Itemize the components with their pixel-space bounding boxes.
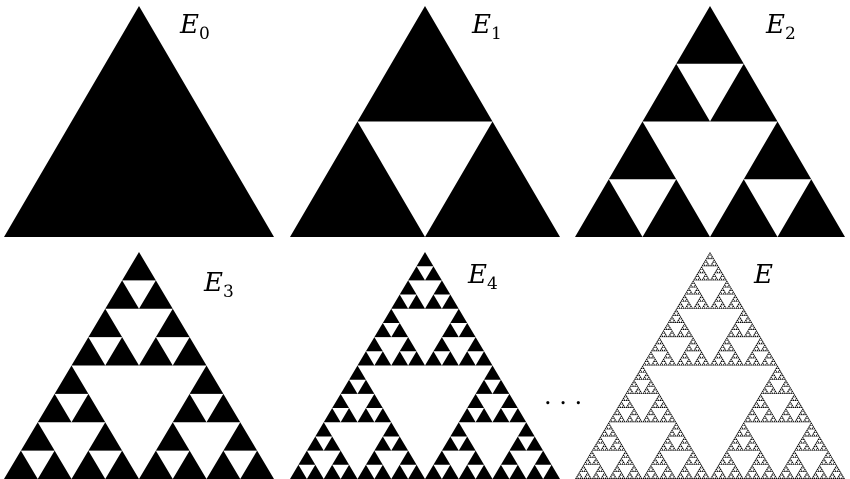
label-e1: E1 <box>471 10 502 44</box>
panel-e2: E2 <box>575 6 845 237</box>
sierpinski-triangles-level-3 <box>4 252 274 479</box>
label-e2: E2 <box>765 10 796 44</box>
sierpinski-triangles-level-7 <box>575 252 845 479</box>
label-e4-main: E <box>467 260 487 290</box>
label-e3-main: E <box>203 268 223 298</box>
panel-e-limit: E <box>575 252 845 479</box>
ellipsis: . . . <box>544 382 582 410</box>
sierpinski-triangles-level-1 <box>290 6 560 237</box>
triangle-e4 <box>290 252 560 479</box>
triangle-e1 <box>290 6 560 237</box>
label-e4: E4 <box>467 260 498 294</box>
label-e2-main: E <box>765 10 785 40</box>
label-e3-sub: 3 <box>223 282 234 302</box>
label-e4-sub: 4 <box>487 274 498 294</box>
triangle-e0 <box>4 6 274 237</box>
panel-e3: E3 <box>4 252 274 479</box>
panel-e1: E1 <box>290 6 560 237</box>
label-e-limit-main: E <box>753 260 773 290</box>
label-e0-main: E <box>179 10 199 40</box>
label-e2-sub: 2 <box>785 24 796 44</box>
label-e1-main: E <box>471 10 491 40</box>
label-e-limit: E <box>753 260 773 290</box>
label-e3: E3 <box>203 268 234 302</box>
triangle-e3 <box>4 252 274 479</box>
sierpinski-triangles-level-2 <box>575 6 845 237</box>
sierpinski-triangles-level-0 <box>4 6 274 237</box>
triangle-e-limit <box>575 252 845 479</box>
label-e1-sub: 1 <box>491 24 502 44</box>
panel-e0: E0 <box>4 6 274 237</box>
sierpinski-triangles-level-4 <box>290 252 560 479</box>
label-e0-sub: 0 <box>199 24 210 44</box>
panel-e4: E4 <box>290 252 560 479</box>
triangle-e2 <box>575 6 845 237</box>
label-e0: E0 <box>179 10 210 44</box>
